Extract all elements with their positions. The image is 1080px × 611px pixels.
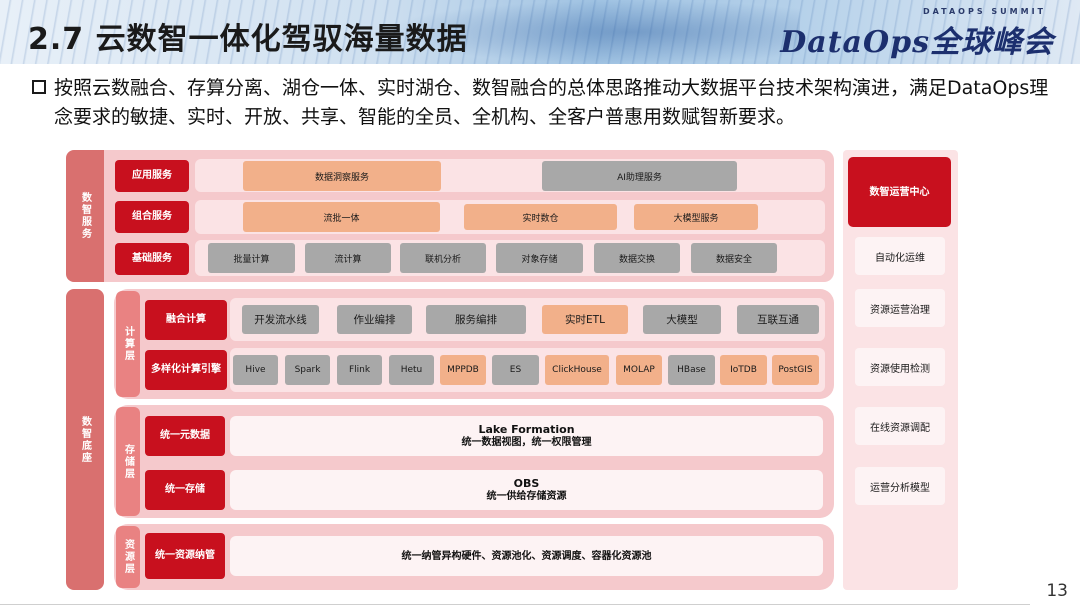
ops-item: 资源使用检测 [855,348,945,386]
engine-box: IoTDB [720,355,767,385]
banner-decoration [0,0,1080,64]
engine-box: Flink [337,355,382,385]
services-row-label: 组合服务 [115,201,189,233]
summit-tag: DATAOPS SUMMIT [922,7,1046,16]
ops-center-header: 数智运营中心 [848,157,951,227]
footer-divider [0,604,1030,605]
storage-row-label: 统一元数据 [145,416,225,456]
service-box: 数据洞察服务 [243,161,441,191]
resource-row-label: 统一资源纳管 [145,533,225,579]
engine-box: PostGIS [772,355,819,385]
compute-box: 互联互通 [737,305,819,334]
base-side-label: 数智底座 [66,289,104,590]
lake-formation-box: Lake Formation 统一数据视图，统一权限管理 [230,416,823,456]
square-bullet-icon [32,80,46,94]
services-row-label: 应用服务 [115,160,189,192]
resource-text: 统一纳管异构硬件、资源池化、资源调度、容器化资源池 [401,550,652,562]
service-box: 数据交换 [594,243,680,273]
obs-title: OBS [513,477,540,490]
engine-box: MOLAP [616,355,662,385]
intro-paragraph: 按照云数融合、存算分离、湖仓一体、实时湖仓、数智融合的总体思路推动大数据平台技术… [32,74,1052,132]
compute-layer-label: 计算层 [116,291,140,397]
ops-item: 运营分析模型 [855,467,945,505]
ops-item: 资源运营治理 [855,289,945,327]
service-box: AI助理服务 [542,161,737,191]
compute-row-label: 融合计算 [145,300,227,340]
compute-box: 服务编排 [426,305,526,334]
compute-row-label: 多样化计算引擎 [145,350,227,390]
compute-box: 实时ETL [542,305,628,334]
engine-box: ES [492,355,539,385]
service-box: 联机分析 [400,243,486,273]
resource-box: 统一纳管异构硬件、资源池化、资源调度、容器化资源池 [230,536,823,576]
engine-box: Hetu [389,355,434,385]
lake-formation-title: Lake Formation [478,423,575,436]
service-box: 数据安全 [691,243,777,273]
service-box: 实时数仓 [464,204,617,230]
service-box: 流计算 [305,243,391,273]
ops-item: 自动化运维 [855,237,945,275]
page-title: 2.7 云数智一体化驾驭海量数据 [28,22,468,57]
header-banner: 2.7 云数智一体化驾驭海量数据 DATAOPS SUMMIT DataOps全… [0,0,1080,64]
compute-box: 大模型 [643,305,721,334]
service-box: 大模型服务 [634,204,758,230]
engine-box: HBase [668,355,715,385]
engine-box: ClickHouse [545,355,609,385]
engine-box: Hive [233,355,278,385]
service-box: 对象存储 [496,243,583,273]
compute-box: 开发流水线 [242,305,319,334]
page-number: 13 [1046,581,1068,601]
services-side-label: 数智服务 [66,150,104,282]
intro-text: 按照云数融合、存算分离、湖仓一体、实时湖仓、数智融合的总体思路推动大数据平台技术… [54,77,1049,128]
services-row-label: 基础服务 [115,243,189,275]
service-box: 批量计算 [208,243,295,273]
resource-layer-label: 资源层 [116,526,140,588]
service-box: 流批一体 [243,202,440,232]
summit-logo: DataOps全球峰会 [780,25,1054,60]
storage-row-label: 统一存储 [145,470,225,510]
engine-box: MPPDB [440,355,486,385]
banner-glow [380,0,800,64]
compute-row-band [230,298,825,341]
lake-formation-subtitle: 统一数据视图，统一权限管理 [461,437,592,448]
engine-box: Spark [285,355,330,385]
obs-subtitle: 统一供给存储资源 [486,491,567,502]
compute-box: 作业编排 [337,305,412,334]
obs-box: OBS 统一供给存储资源 [230,470,823,510]
storage-layer-label: 存储层 [116,407,140,516]
ops-item: 在线资源调配 [855,407,945,445]
